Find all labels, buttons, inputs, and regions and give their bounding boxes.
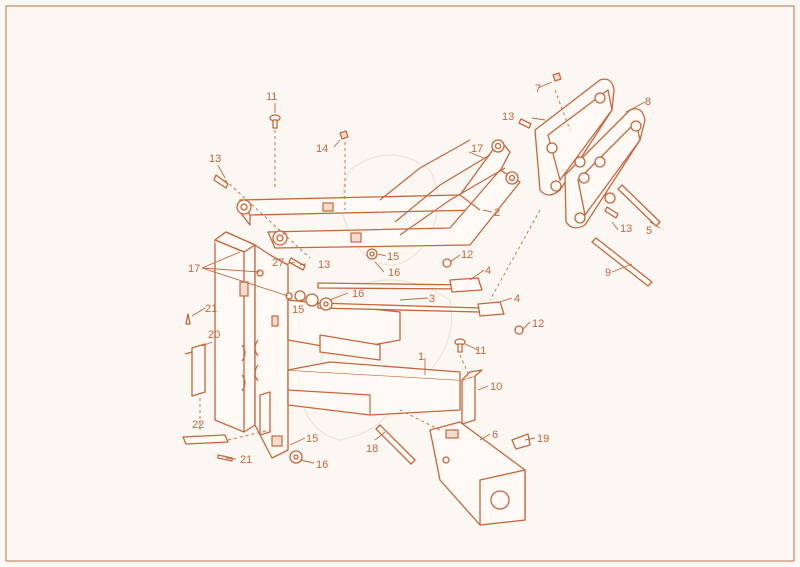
callout-16-bottom: 16 [316,459,328,471]
pin-9 [591,237,653,287]
nut-14 [339,130,349,140]
part-21-pins [185,313,233,462]
callout-16-top: 16 [388,267,400,279]
callout-12-top: 12 [461,249,473,261]
callout-18: 18 [366,443,378,455]
callout-13-mid: 13 [318,259,330,271]
callout-15-mid: 15 [292,304,304,316]
callout-4-bottom: 4 [514,293,520,305]
callout-13-left: 13 [209,153,221,165]
part-22-plate [182,434,229,445]
callout-4-top: 4 [485,265,491,277]
bolt-11-top [269,114,281,129]
callout-13-lower-right: 13 [620,223,632,235]
part-4-clevis [449,277,505,317]
callout-15-top: 15 [387,251,399,263]
callout-20: 20 [208,329,220,341]
part-1-main-frame [259,299,461,447]
callout-19: 19 [537,433,549,445]
bushings-group [213,174,378,464]
callout-10: 10 [490,381,502,393]
part-10-bracket [461,369,483,425]
callout-6: 6 [492,429,498,441]
pin-5 [617,184,661,227]
callout-13-upper-right: 13 [502,111,514,123]
callout-14: 14 [316,143,328,155]
callout-12-bottom: 12 [532,318,544,330]
callout-15-bottom: 15 [306,433,318,445]
assembly-lines [199,89,571,441]
callout-7: 7 [535,83,541,95]
callout-1: 1 [418,351,424,363]
part-6-lower-bracket [429,421,526,526]
callouts: 11 13 14 17 2 7 13 8 13 5 9 12 4 4 12 3 … [188,83,652,471]
part-19-bracket [511,433,531,450]
callout-21-top: 21 [205,303,217,315]
part-8-side-plates [534,72,646,229]
bolt-11-mid [454,338,466,353]
callout-11-mid: 11 [475,345,486,357]
callout-2: 2 [494,207,500,219]
callout-9: 9 [605,267,611,279]
nut-12 [442,258,524,335]
part-20-latch [184,343,206,397]
pin-13-right [518,118,619,219]
callout-8: 8 [645,96,651,108]
callout-21-bottom: 21 [240,454,252,466]
leader-lines [191,81,661,464]
callout-17-top: 17 [471,143,483,155]
part-2-upper-links [236,139,521,249]
drawing-frame [5,5,795,562]
callout-27: 27 [272,257,284,269]
callout-16-mid: 16 [352,288,364,300]
callout-3: 3 [429,293,435,305]
callout-11-top: 11 [266,91,277,103]
callout-22: 22 [192,419,204,431]
callout-5: 5 [646,225,652,237]
pin-18 [375,424,416,465]
callout-17-left: 17 [188,263,200,275]
